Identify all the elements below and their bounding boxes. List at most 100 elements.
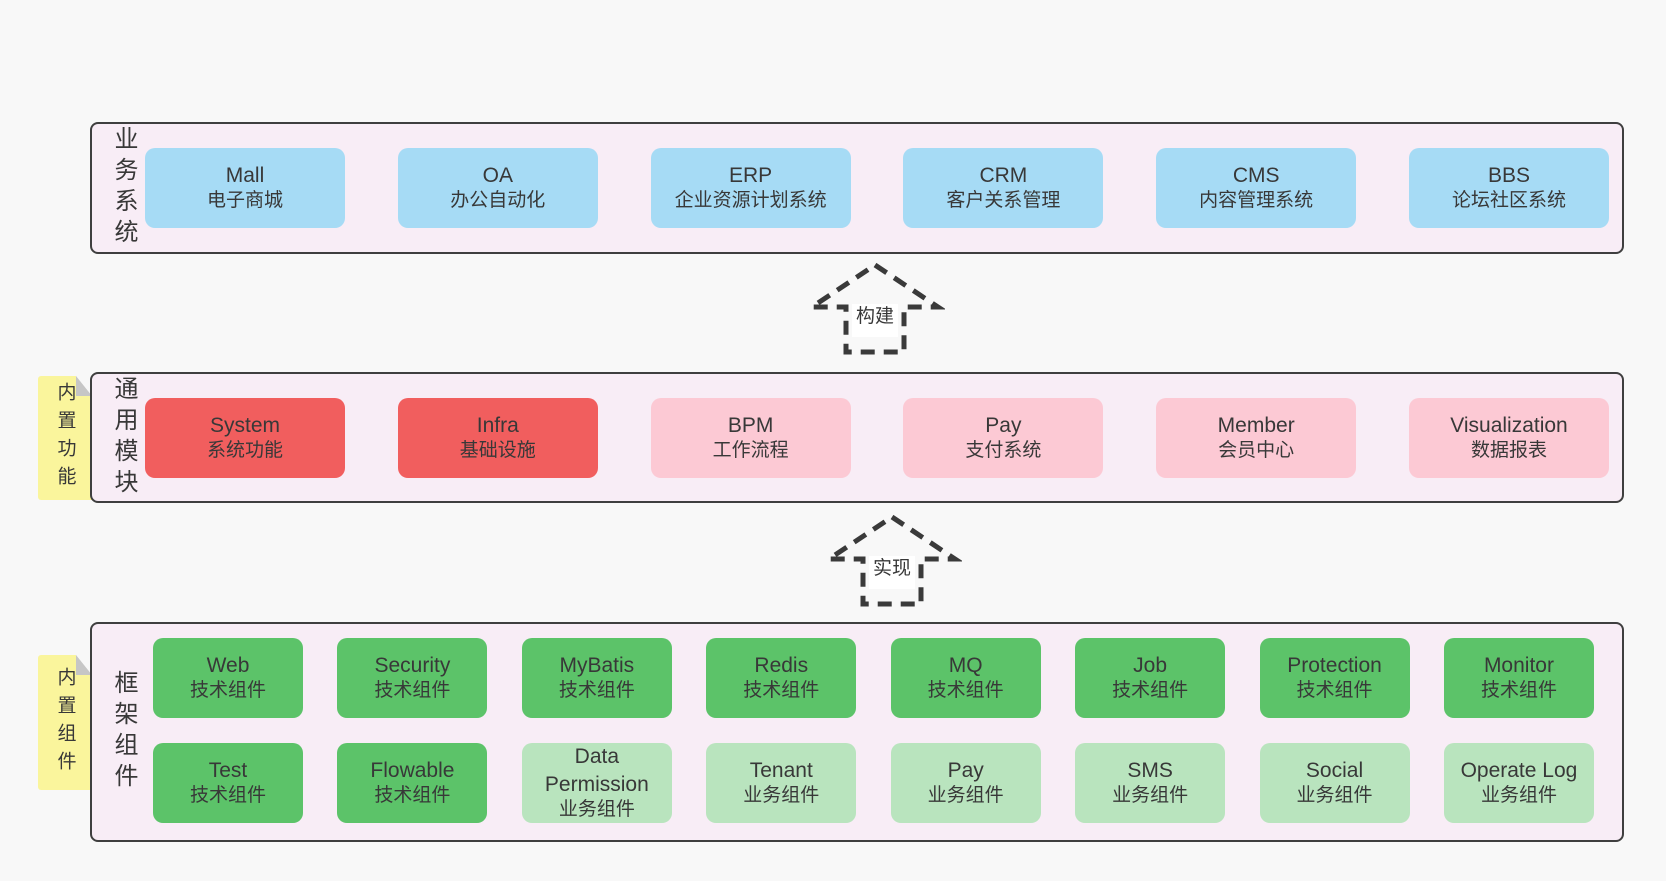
module-desc: 技术组件 bbox=[1296, 680, 1373, 702]
module-name: Visualization bbox=[1450, 413, 1568, 437]
module-desc: 业务组件 bbox=[558, 798, 635, 820]
module-desc: 工作流程 bbox=[712, 439, 789, 461]
common-modules-label: 通用模块 bbox=[110, 375, 137, 500]
module-desc: 业务组件 bbox=[1112, 785, 1189, 807]
module-box-job: Job 技术组件 bbox=[1075, 638, 1226, 718]
sticky-note-built-in-components: 内置组件 bbox=[38, 655, 92, 790]
module-box-redis: Redis 技术组件 bbox=[706, 638, 857, 718]
module-box-erp: ERP 企业资源计划系统 bbox=[650, 148, 851, 228]
module-desc: 会员中心 bbox=[1218, 439, 1295, 461]
module-desc: 技术组件 bbox=[1112, 680, 1189, 702]
module-desc: 办公自动化 bbox=[450, 190, 546, 212]
module-name: Member bbox=[1217, 413, 1295, 437]
dashed-up-arrow-icon bbox=[805, 261, 945, 355]
module-name: CRM bbox=[979, 164, 1028, 187]
arrow-build: 构建 bbox=[805, 260, 945, 356]
module-desc: 技术组件 bbox=[558, 680, 635, 702]
module-desc: 技术组件 bbox=[743, 680, 820, 702]
sticky-note-built-in-features: 内置功能 bbox=[38, 376, 92, 500]
module-desc: 业务组件 bbox=[1480, 785, 1557, 807]
module-desc: 业务组件 bbox=[927, 785, 1004, 807]
module-box-test: Test 技术组件 bbox=[153, 743, 303, 823]
module-name: BBS bbox=[1487, 164, 1530, 187]
module-name: System bbox=[209, 413, 280, 437]
module-name: Infra bbox=[476, 413, 519, 437]
module-desc: 技术组件 bbox=[1480, 680, 1557, 702]
module-name: Pay bbox=[947, 759, 984, 782]
module-box-tenant: Tenant 业务组件 bbox=[706, 743, 857, 823]
module-box-monitor: Monitor 技术组件 bbox=[1443, 638, 1594, 718]
module-desc: 数据报表 bbox=[1470, 439, 1547, 461]
module-name: Tenant bbox=[749, 759, 813, 782]
module-desc: 客户关系管理 bbox=[946, 190, 1061, 212]
module-name: MyBatis bbox=[559, 654, 635, 677]
module-desc: 业务组件 bbox=[743, 785, 820, 807]
module-desc: 技术组件 bbox=[189, 680, 266, 702]
module-name: Redis bbox=[754, 654, 809, 677]
module-desc: 论坛社区系统 bbox=[1451, 190, 1566, 212]
module-name: Pay bbox=[985, 413, 1022, 437]
sticky-note-text: 内置组件 bbox=[54, 666, 76, 779]
module-box-mq: MQ 技术组件 bbox=[890, 638, 1041, 718]
module-name: Mall bbox=[225, 164, 265, 187]
module-name: Operate Log bbox=[1460, 759, 1578, 782]
module-name: SMS bbox=[1127, 759, 1173, 782]
module-box-mybatis: MyBatis 技术组件 bbox=[521, 638, 672, 718]
module-box-crm: CRM 客户关系管理 bbox=[903, 148, 1104, 228]
module-desc: 支付系统 bbox=[965, 439, 1042, 461]
module-box-sms: SMS 业务组件 bbox=[1075, 743, 1226, 823]
module-name: Job bbox=[1133, 654, 1168, 677]
module-name: Monitor bbox=[1483, 654, 1554, 677]
arrow-implement: 实现 bbox=[822, 512, 962, 608]
module-desc: 技术组件 bbox=[189, 785, 266, 807]
module-name: Test bbox=[208, 759, 248, 782]
module-desc: 系统功能 bbox=[206, 439, 283, 461]
module-name: ERP bbox=[729, 164, 773, 187]
module-desc: 业务组件 bbox=[1296, 785, 1373, 807]
module-name: Security bbox=[374, 654, 451, 677]
dashed-up-arrow-icon bbox=[822, 513, 962, 607]
module-box-protection: Protection 技术组件 bbox=[1259, 638, 1410, 718]
module-desc: 企业资源计划系统 bbox=[674, 190, 827, 212]
module-box-web: Web 技术组件 bbox=[153, 638, 303, 718]
module-name: BPM bbox=[727, 413, 774, 437]
module-name: Flowable bbox=[370, 759, 455, 782]
module-name: CMS bbox=[1232, 164, 1280, 187]
business-systems-label: 业务系统 bbox=[110, 126, 137, 250]
framework-components-label: 框架组件 bbox=[110, 670, 137, 794]
sticky-note-text: 内置功能 bbox=[54, 382, 76, 494]
module-box-operate-log: Operate Log 业务组件 bbox=[1443, 743, 1594, 823]
module-desc: 技术组件 bbox=[927, 680, 1004, 702]
module-desc: 基础设施 bbox=[459, 439, 536, 461]
module-box-bbs: BBS 论坛社区系统 bbox=[1408, 148, 1609, 228]
arrow-label: 构建 bbox=[851, 304, 899, 337]
arrow-label: 实现 bbox=[868, 556, 916, 589]
module-box-flowable: Flowable 技术组件 bbox=[337, 743, 488, 823]
module-name: Data Permission bbox=[544, 745, 649, 796]
module-name: Protection bbox=[1287, 654, 1382, 677]
module-box-cms: CMS 内容管理系统 bbox=[1156, 148, 1357, 228]
module-name: OA bbox=[482, 164, 513, 187]
module-name: MQ bbox=[948, 654, 983, 677]
module-box-pay: Pay 业务组件 bbox=[890, 743, 1041, 823]
module-box-oa: OA 办公自动化 bbox=[397, 148, 598, 228]
module-desc: 内容管理系统 bbox=[1199, 190, 1314, 212]
module-name: Web bbox=[206, 654, 250, 677]
module-desc: 技术组件 bbox=[374, 785, 451, 807]
